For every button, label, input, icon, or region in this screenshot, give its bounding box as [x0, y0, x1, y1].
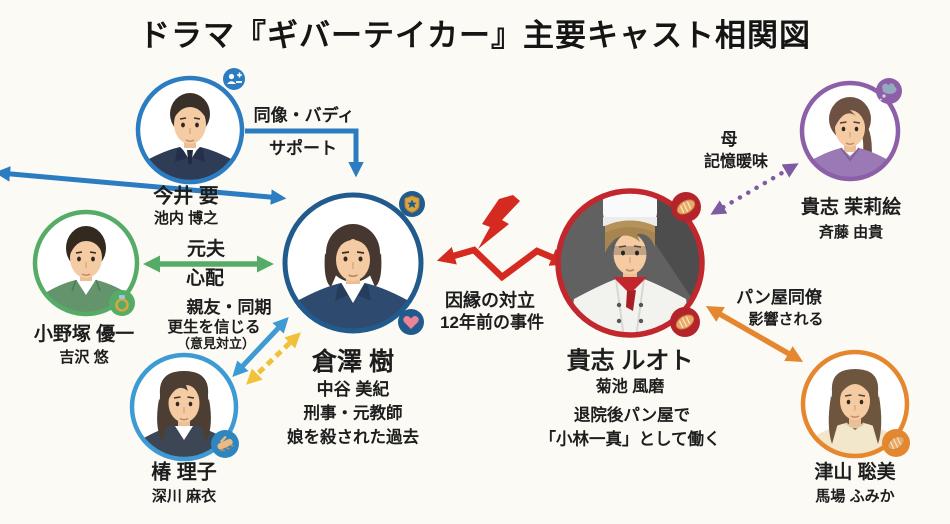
onozuka-actor: 吉沢 悠	[59, 349, 109, 367]
rel-tsuyama-label-1: パン屋同僚	[736, 288, 822, 308]
onozuka-name: 小野塚 優一	[33, 324, 135, 346]
node-tsubaki	[129, 352, 239, 462]
rel-onozuka-label-2: 心配	[185, 268, 225, 290]
node-tsuyama	[800, 349, 910, 459]
kurasawa-actor: 中谷 美紀	[316, 380, 390, 400]
handshake-icon	[211, 430, 239, 458]
police-shield-icon	[399, 191, 425, 217]
rel-marie-label-2: 記憶暖味	[703, 153, 769, 171]
tsubaki-actor: 深川 麻衣	[151, 488, 217, 506]
node-ruoto	[555, 188, 705, 338]
kurasawa-portrait	[291, 224, 415, 331]
marie-name: 貴志 茉莉絵	[800, 197, 902, 219]
bread-icon	[670, 307, 700, 337]
tsubaki-name: 椿 理子	[151, 461, 217, 484]
lightning-bolt-icon	[478, 195, 520, 249]
rel-tsubaki-label-3: （意見対立）	[176, 336, 256, 352]
kurasawa-note-1: 刑事・元教師	[303, 404, 403, 423]
imai-actor: 池内 博之	[153, 210, 219, 228]
ruoto-actor: 菊池 風磨	[595, 378, 665, 396]
arrow-tsubaki-kurasawa-yellow-dashed	[246, 332, 301, 385]
rel-imai-kurasawa-label-1: 同像・バディ	[253, 106, 355, 126]
diagram-title: ドラマ『ギバーテイカー』主要キャスト相関図	[139, 18, 811, 53]
rel-tsubaki-label-1: 親友・同期	[186, 298, 272, 318]
rel-marie-label-1: 母	[720, 130, 738, 150]
imai-name: 今井 要	[153, 185, 219, 208]
arrow-imai-kurasawa-mutual	[0, 166, 287, 205]
thought-cloud-icon	[876, 78, 902, 104]
rel-tsuyama-label-2: 影響される	[748, 311, 824, 329]
bread-icon	[671, 192, 701, 222]
tsuyama-actor: 馬場 ふみか	[815, 488, 895, 506]
heart-icon	[398, 309, 424, 335]
kurasawa-note-2: 娘を殺された過去	[287, 428, 419, 447]
rel-conflict-label-1: 因縁の対立	[445, 290, 535, 311]
node-marie	[799, 78, 902, 182]
ruoto-name: 貴志 ルオト	[566, 347, 694, 375]
node-kurasawa	[282, 191, 425, 335]
ruoto-note-1: 退院後パン屋で	[573, 406, 691, 425]
bread-icon	[882, 429, 910, 457]
ruoto-note-2: 「小林一真」として働く	[539, 430, 721, 449]
kurasawa-name: 倉澤 樹	[312, 347, 394, 376]
marie-actor: 斉藤 由貴	[818, 224, 884, 242]
arrow-imai-to-kurasawa-elbow	[245, 128, 364, 178]
node-onozuka	[32, 209, 140, 317]
rel-imai-kurasawa-label-2: サポート	[269, 139, 337, 159]
person-plus-icon	[223, 68, 245, 90]
arrow-kurasawa-ruoto-conflict	[436, 195, 569, 282]
arrow-ruoto-marie-dotted	[710, 163, 799, 215]
arrow-ruoto-tsuyama	[705, 306, 804, 362]
rel-conflict-label-2: 12年前の事件	[440, 313, 544, 333]
rel-tsubaki-label-2: 更生を信じる	[167, 318, 261, 336]
ring-icon	[109, 290, 135, 316]
rel-onozuka-label-1: 元夫	[186, 239, 226, 261]
node-imai	[135, 68, 245, 185]
tsuyama-name: 津山 聡美	[814, 462, 896, 484]
